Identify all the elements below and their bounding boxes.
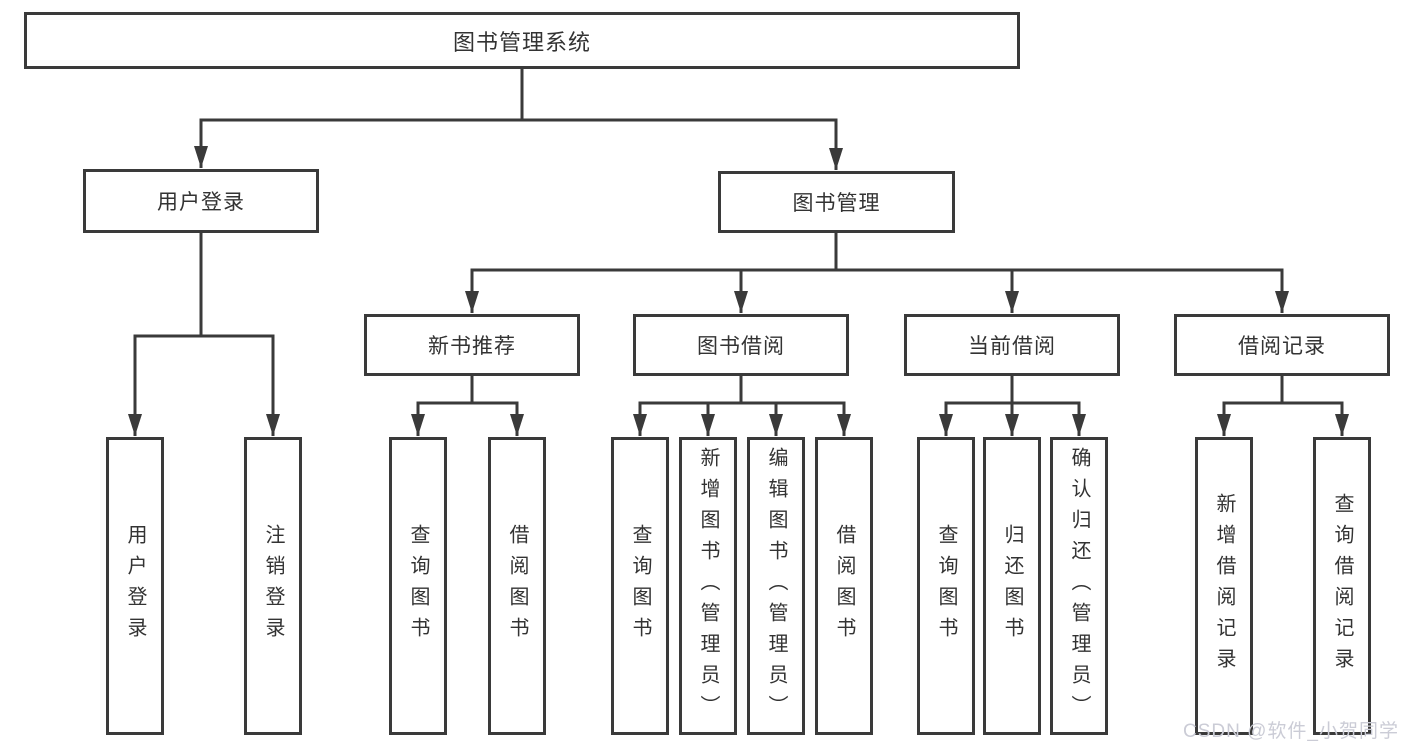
- leaf-user-login: 用户登录: [106, 437, 164, 735]
- watermark-text: CSDN @软件_小贺同学: [1183, 721, 1399, 742]
- node-label: 图书管理: [792, 192, 881, 215]
- node-new-book-recommend: 新书推荐: [364, 314, 580, 376]
- node-label: 新书推荐: [428, 335, 516, 358]
- node-label: 图书管理系统: [452, 29, 591, 55]
- leaf-query-books-recommend: 查询图书: [389, 437, 447, 735]
- node-book-management: 图书管理: [718, 171, 955, 233]
- node-label: 当前借阅: [968, 335, 1056, 358]
- node-borrowing-records: 借阅记录: [1174, 314, 1390, 376]
- node-label: 新增图书（管理员）: [697, 446, 719, 726]
- leaf-logout: 注销登录: [244, 437, 302, 735]
- leaf-borrow-books: 借阅图书: [815, 437, 873, 735]
- node-label: 归还图书: [1001, 524, 1023, 648]
- node-label: 用户登录: [157, 191, 245, 214]
- leaf-confirm-return-admin: 确认归还（管理员）: [1050, 437, 1108, 735]
- node-current-borrowing: 当前借阅: [904, 314, 1120, 376]
- leaf-query-borrow-record: 查询借阅记录: [1313, 437, 1371, 735]
- node-label: 查询图书: [935, 524, 957, 648]
- node-label: 新增借阅记录: [1213, 493, 1235, 679]
- leaf-return-books: 归还图书: [983, 437, 1041, 735]
- leaf-add-books-admin: 新增图书（管理员）: [679, 437, 737, 735]
- leaf-query-books-borrowing: 查询图书: [611, 437, 669, 735]
- leaf-add-borrow-record: 新增借阅记录: [1195, 437, 1253, 735]
- node-label: 借阅记录: [1238, 335, 1326, 358]
- node-label: 确认归还（管理员）: [1068, 446, 1090, 726]
- node-user-login: 用户登录: [83, 169, 319, 233]
- csdn-watermark: CSDN @软件_小贺同学: [1183, 716, 1399, 743]
- node-label: 注销登录: [262, 524, 284, 648]
- node-library-management-system: 图书管理系统: [24, 12, 1020, 69]
- node-label: 图书借阅: [697, 335, 785, 358]
- branch-lines: [133, 69, 1344, 405]
- node-label: 编辑图书（管理员）: [765, 446, 787, 726]
- arrow-stems: [128, 120, 1349, 436]
- leaf-edit-books-admin: 编辑图书（管理员）: [747, 437, 805, 735]
- node-label: 借阅图书: [506, 524, 528, 648]
- node-label: 用户登录: [124, 524, 146, 648]
- leaf-query-books-current: 查询图书: [917, 437, 975, 735]
- node-label: 查询图书: [407, 524, 429, 648]
- node-label: 查询借阅记录: [1331, 493, 1353, 679]
- node-label: 查询图书: [629, 524, 651, 648]
- node-label: 借阅图书: [833, 524, 855, 648]
- leaf-borrow-books-recommend: 借阅图书: [488, 437, 546, 735]
- node-book-borrowing: 图书借阅: [633, 314, 849, 376]
